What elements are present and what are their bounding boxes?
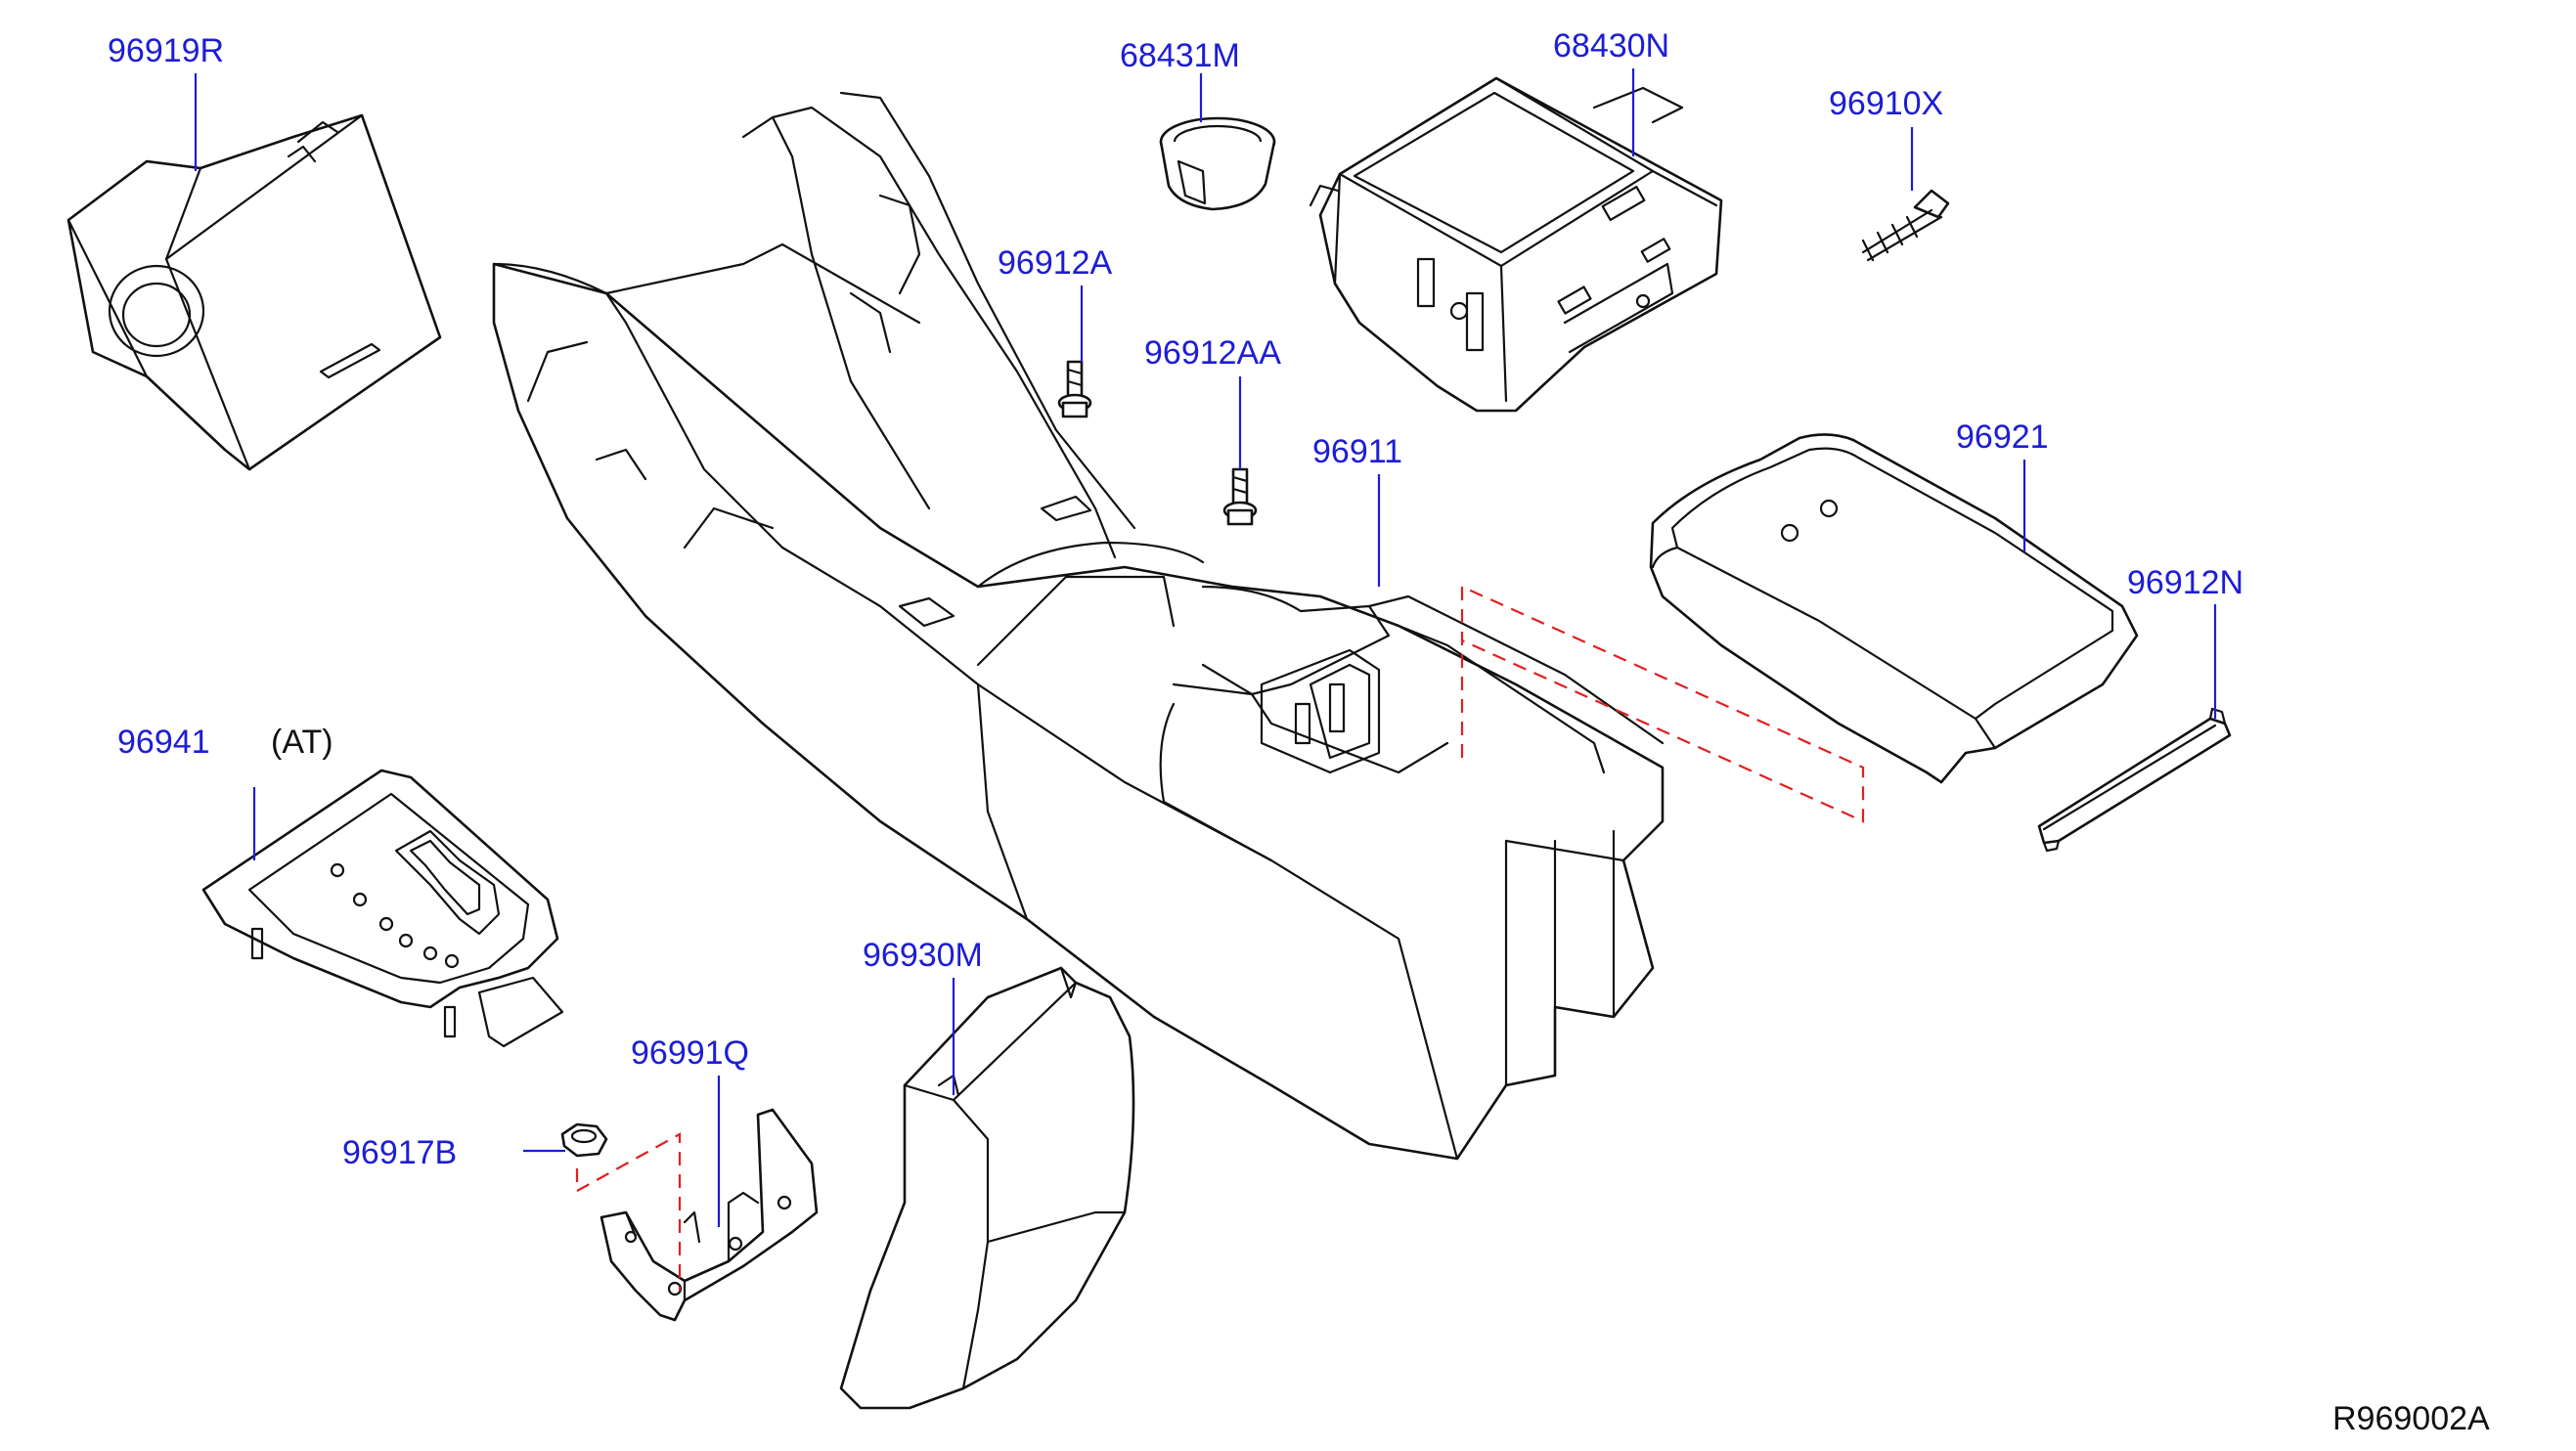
guide-nut-bracket	[575, 1132, 682, 1291]
part-96941-drawing	[201, 769, 564, 1048]
label-96912AA: 96912AA	[1144, 334, 1281, 372]
part-96912N-drawing	[2037, 707, 2232, 853]
part-96912AA-drawing	[1222, 467, 1258, 526]
part-68431M-drawing	[1159, 116, 1276, 211]
part-96919R-drawing	[67, 113, 442, 471]
part-96991Q-drawing	[600, 1108, 819, 1322]
part-labels: 96919R 68431M 68430N 96910X 96912A 96912…	[108, 27, 2490, 1437]
dashed-guide-lines	[575, 585, 1865, 1291]
diagram-reference-code: R969002A	[2332, 1400, 2490, 1437]
note-at: (AT)	[271, 724, 333, 761]
label-96917B: 96917B	[342, 1134, 457, 1171]
label-96930M: 96930M	[863, 937, 983, 974]
label-96941: 96941	[117, 724, 210, 761]
guide-console-lid	[1460, 585, 1865, 823]
label-96991Q: 96991Q	[631, 1034, 749, 1072]
label-96921: 96921	[1956, 418, 2049, 456]
part-96910X-drawing	[1861, 189, 1950, 262]
part-96911-drawing	[492, 91, 1665, 1161]
part-96912A-drawing	[1057, 360, 1092, 418]
label-96912A: 96912A	[998, 244, 1113, 282]
label-68430N: 68430N	[1553, 27, 1669, 65]
part-68430N-drawing	[1309, 76, 1723, 413]
part-96921-drawing	[1649, 433, 2139, 784]
label-96910X: 96910X	[1829, 85, 1943, 122]
part-96930M-drawing	[839, 966, 1135, 1410]
label-96911: 96911	[1312, 433, 1402, 470]
label-96919R: 96919R	[108, 32, 224, 69]
part-96917B-drawing	[560, 1122, 608, 1158]
leader-lines	[194, 68, 2217, 1227]
label-68431M: 68431M	[1120, 37, 1240, 74]
label-96912N: 96912N	[2127, 564, 2243, 601]
